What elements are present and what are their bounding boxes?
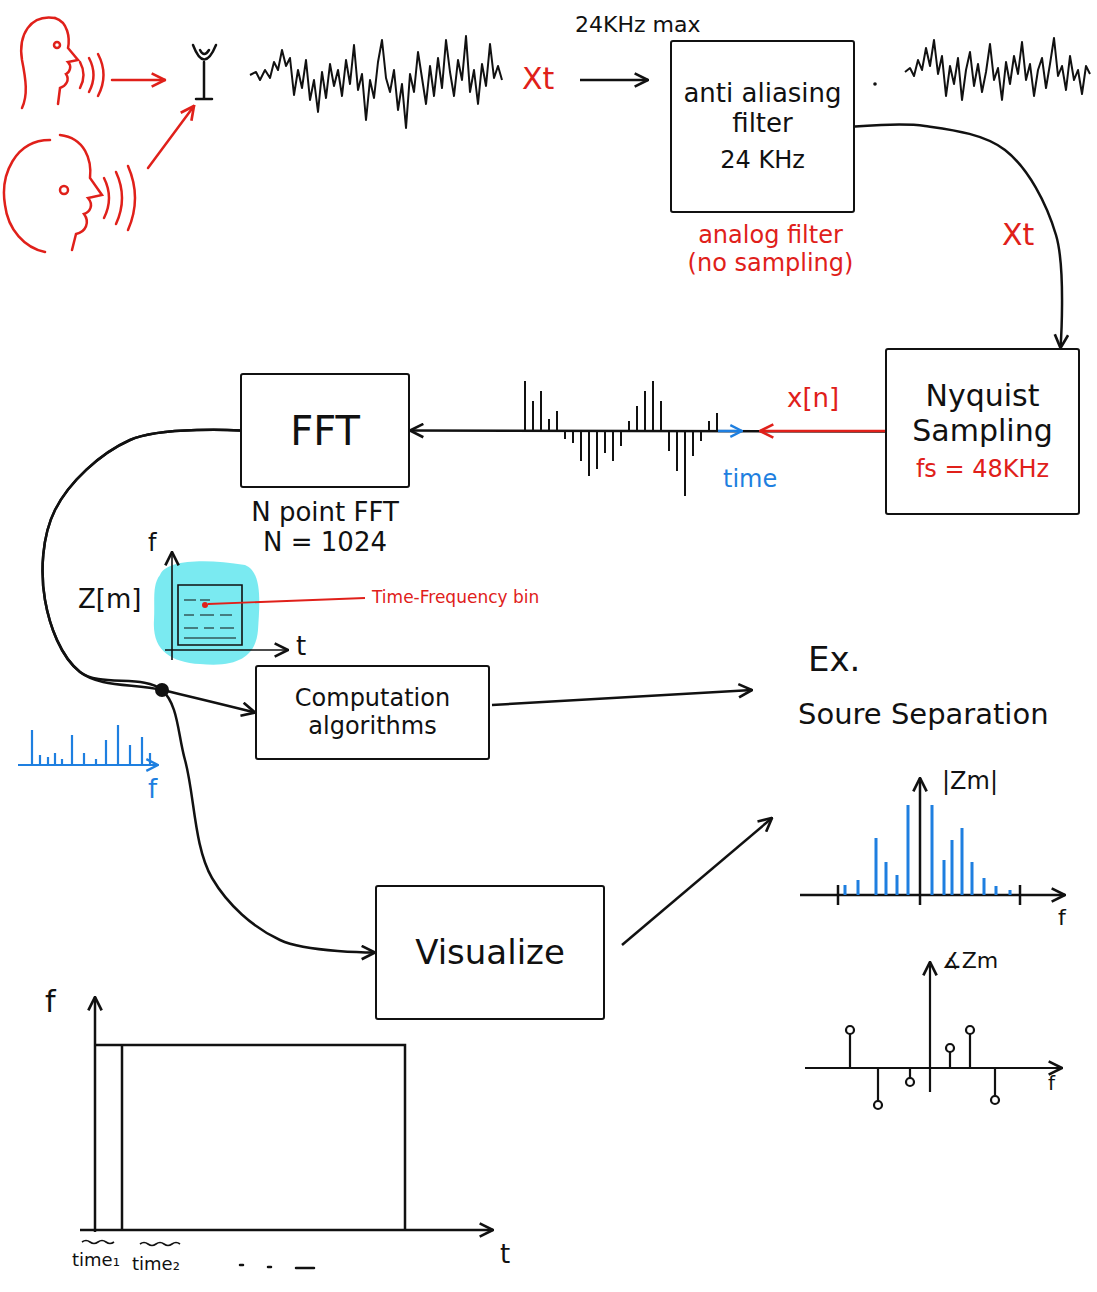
phase-plot — [805, 962, 1062, 1109]
stem-dot — [991, 1096, 999, 1104]
annotation-label: Soure Separation — [798, 698, 1049, 731]
annotation-label: f — [148, 775, 157, 805]
highlight-blob — [154, 561, 259, 665]
result-arrow — [492, 690, 752, 705]
annotation-label: time₂ — [132, 1254, 180, 1275]
speaker-heads — [4, 18, 194, 252]
value-axis — [919, 778, 922, 905]
result-arrow — [622, 818, 772, 945]
signal-label: x[n] — [785, 384, 841, 413]
spectrogram-plot — [80, 997, 493, 1268]
time-axis — [165, 649, 288, 651]
continuation-dots — [240, 1265, 314, 1268]
head-outline — [4, 140, 50, 252]
analog-waveform — [250, 36, 502, 128]
leader-line — [208, 598, 365, 604]
annotation-label: |Zm| — [942, 768, 998, 796]
stem-dot — [966, 1026, 974, 1034]
process-box: Visualize — [375, 885, 605, 1020]
signal-label: Xt — [1000, 218, 1036, 251]
box-label: Visualize — [387, 933, 593, 972]
sound-waves — [80, 54, 104, 96]
sound-waves — [104, 166, 135, 230]
stem-dot — [846, 1026, 854, 1034]
annotation-label: time₁ — [72, 1250, 120, 1271]
time-axis — [718, 430, 742, 433]
frame-columns — [95, 1045, 405, 1230]
sample-arrow — [760, 430, 885, 433]
annotation-label: Z[m] — [78, 585, 141, 615]
annotation-label: f — [45, 985, 56, 1020]
box-label: Nyquist Sampling — [897, 379, 1068, 448]
box-label: FFT — [252, 408, 398, 454]
face-profile — [55, 18, 78, 104]
annotation-label: Time-Frequency bin — [372, 588, 539, 608]
spectrogram-icon — [165, 552, 288, 660]
annotation-label: t — [296, 632, 306, 662]
bin-marker — [202, 602, 208, 608]
spectrum-plot — [18, 725, 158, 765]
freq-axis — [805, 1067, 1062, 1069]
sound-arrow — [148, 106, 194, 168]
annotation-label: ∡Zm — [942, 948, 998, 973]
spectrum-lines — [32, 725, 150, 765]
box-label: fs = 48KHz — [897, 456, 1068, 484]
annotation-label: f — [1058, 905, 1066, 930]
spectrogram-frame — [178, 585, 242, 645]
box-label: 24 KHz — [682, 147, 843, 175]
mic-grille — [200, 50, 209, 54]
magnitude-lines — [845, 805, 1010, 895]
annotation-label: 24KHz max — [575, 12, 700, 37]
mic-stand — [196, 62, 212, 99]
eye — [60, 186, 68, 194]
freq-axis — [94, 997, 97, 1232]
annotation-label: Xt — [522, 62, 554, 97]
stem-dot — [906, 1078, 914, 1086]
mic-head — [193, 45, 216, 60]
stem-dot — [874, 1101, 882, 1109]
phase-dots — [846, 1026, 999, 1109]
phase-stems — [850, 1034, 995, 1101]
sound-arrow — [112, 79, 165, 82]
annotation-label: t — [500, 1240, 510, 1270]
time-axis — [80, 1229, 493, 1232]
eye — [54, 42, 60, 48]
annotation-label: time — [723, 466, 777, 494]
freq-axis — [171, 552, 173, 660]
microphone-symbol — [193, 45, 216, 99]
dot-mark — [873, 82, 877, 86]
spectrogram-cells — [184, 600, 236, 638]
value-axis — [929, 962, 931, 1092]
connectors — [43, 125, 1062, 953]
stem-dot — [946, 1044, 954, 1052]
head-outline — [21, 18, 55, 108]
annotation-label: f — [1048, 1072, 1055, 1095]
annotation-label: Ex. — [808, 640, 860, 679]
connector-arrow — [410, 431, 885, 432]
process-box: FFT — [240, 373, 410, 488]
split-dot — [155, 683, 169, 697]
magnitude-plot — [800, 778, 1065, 905]
input-arrow — [580, 79, 648, 82]
process-box: Nyquist Sampling fs = 48KHz — [885, 348, 1080, 515]
face-profile — [60, 135, 102, 250]
process-box: anti aliasing filter 24 KHz — [670, 40, 855, 213]
process-box: Computation algorithms — [255, 665, 490, 760]
annotation-label: N point FFT N = 1024 — [245, 498, 405, 558]
annotation-label: analog filter (no sampling) — [678, 222, 863, 277]
filtered-waveform — [905, 38, 1090, 100]
time-brackets — [82, 1241, 180, 1246]
box-label: Computation algorithms — [267, 685, 478, 740]
box-label: anti aliasing filter — [682, 79, 843, 139]
annotation-label: f — [148, 530, 156, 558]
axis-ticks — [838, 885, 1020, 905]
sampled-signal — [525, 381, 717, 496]
connector-arrow — [855, 125, 1062, 348]
